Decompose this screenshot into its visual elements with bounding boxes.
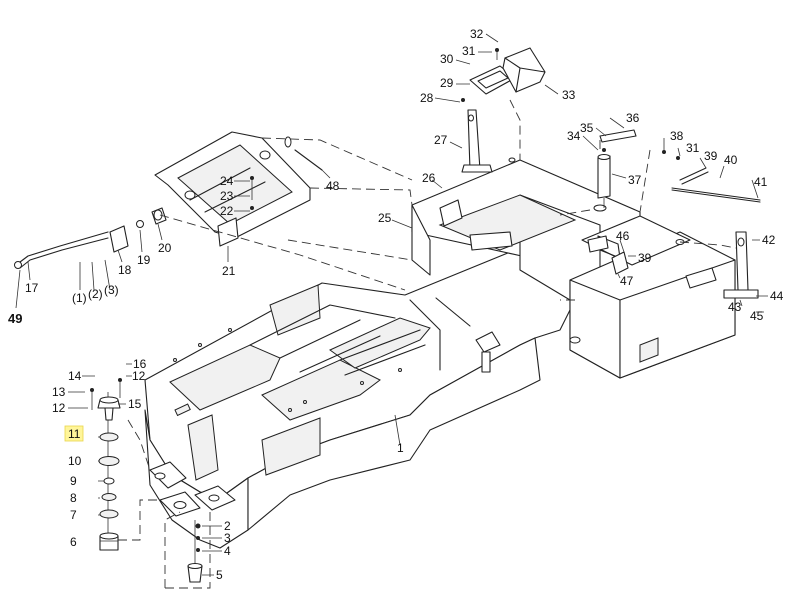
callout-21: 21 <box>222 264 236 278</box>
callout-46: 46 <box>616 229 630 243</box>
callout-12-left: 12 <box>52 401 66 415</box>
callout-13: 13 <box>52 385 66 399</box>
callout-20: 20 <box>158 241 172 255</box>
callout-3: 3 <box>224 531 231 545</box>
callout-38: 38 <box>670 129 684 143</box>
callout-highlight <box>64 425 84 442</box>
callout-36: 36 <box>626 111 640 125</box>
callout-17: 17 <box>25 281 39 295</box>
callout-41: 41 <box>754 175 768 189</box>
callout-30: 30 <box>440 52 454 66</box>
callout-44: 44 <box>770 289 784 303</box>
callout-16: 16 <box>133 357 147 371</box>
steering-linkage <box>14 207 167 269</box>
callout-7: 7 <box>70 508 77 522</box>
callout-45: 45 <box>750 309 764 323</box>
rear-tank-section <box>411 109 759 379</box>
pivot-frame <box>154 131 311 247</box>
callout-1: 1 <box>397 441 404 455</box>
callout-18: 18 <box>118 263 132 277</box>
callout-33: 33 <box>562 88 576 102</box>
callout-34: 34 <box>567 129 581 143</box>
callout-8: 8 <box>70 491 77 505</box>
callout-14: 14 <box>68 369 82 383</box>
callout-5: 5 <box>216 568 223 582</box>
callout-paren-2: (2) <box>88 287 103 301</box>
callout-10: 10 <box>68 454 82 468</box>
callout-37: 37 <box>628 173 642 187</box>
callout-15: 15 <box>128 397 142 411</box>
callout-48: 48 <box>326 179 340 193</box>
callout-35: 35 <box>580 121 594 135</box>
callout-11: 11 <box>68 427 81 441</box>
callout-24: 24 <box>220 174 234 188</box>
callout-paren-3: (3) <box>104 283 119 297</box>
callout-2: 2 <box>224 519 231 533</box>
callout-22: 22 <box>220 204 234 218</box>
callout-40: 40 <box>724 153 738 167</box>
callout-32: 32 <box>470 27 484 41</box>
callout-31-right: 31 <box>686 141 700 155</box>
callout-9: 9 <box>70 474 77 488</box>
callout-28: 28 <box>420 91 434 105</box>
callout-39-top: 39 <box>704 149 718 163</box>
callout-12-right: 12 <box>132 369 146 383</box>
callout-23: 23 <box>220 189 234 203</box>
assembly-dashed-lines <box>118 99 737 589</box>
pin-stack <box>187 520 203 583</box>
callout-labels: 1 2 3 4 5 6 7 8 9 10 11 12 12 13 14 15 1… <box>8 27 784 582</box>
main-frame <box>144 247 591 549</box>
callout-27: 27 <box>434 133 448 147</box>
kingpin-stack <box>90 378 122 551</box>
callout-47: 47 <box>620 274 634 288</box>
callout-29: 29 <box>440 76 454 90</box>
callout-25: 25 <box>378 211 392 225</box>
callout-paren-1: (1) <box>72 291 87 305</box>
top-small-parts <box>250 47 761 210</box>
callout-6: 6 <box>70 535 77 549</box>
callout-31-top: 31 <box>462 44 476 58</box>
callout-39-mid: 39 <box>638 251 652 265</box>
callout-49: 49 <box>8 311 22 326</box>
callout-19: 19 <box>137 253 151 267</box>
callout-42: 42 <box>762 233 776 247</box>
callout-43: 43 <box>728 300 742 314</box>
leader-lines <box>15 33 768 576</box>
callout-4: 4 <box>224 544 231 558</box>
callout-26: 26 <box>422 171 436 185</box>
